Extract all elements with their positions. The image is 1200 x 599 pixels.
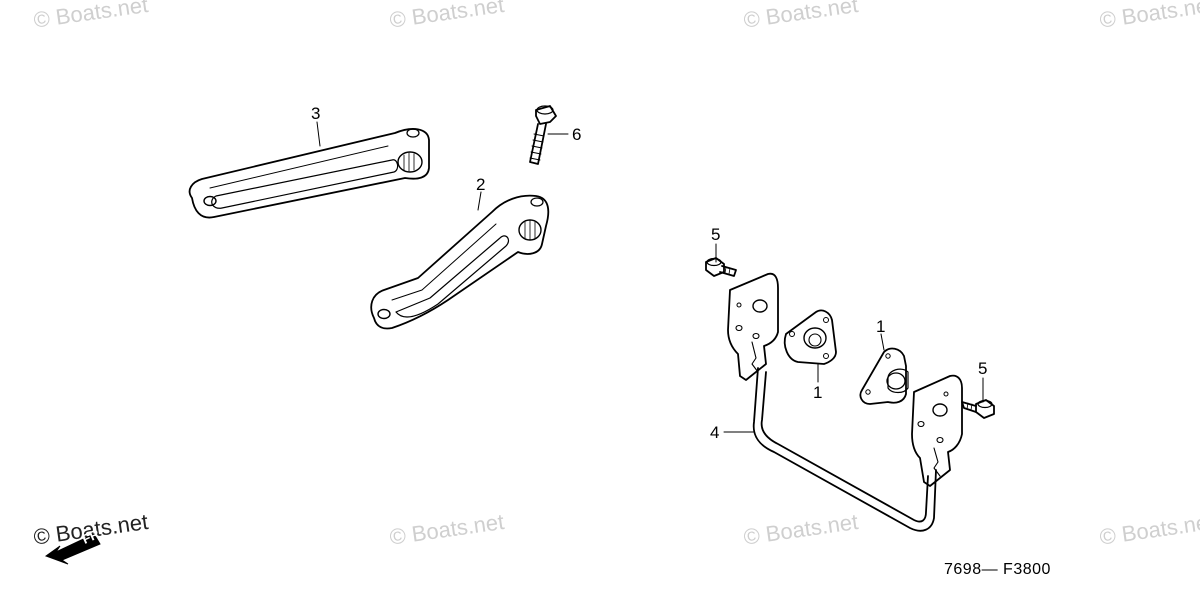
- callout-2: 2: [476, 175, 486, 194]
- callout-3: 3: [311, 104, 321, 123]
- front-direction-arrow: [44, 533, 101, 565]
- bracket-flange-left: [783, 309, 837, 365]
- upper-arm: [188, 128, 430, 219]
- callout-1-right: 1: [876, 317, 886, 336]
- callout-5-left: 5: [711, 225, 721, 244]
- callout-4: 4: [710, 423, 720, 442]
- arm-bolt: [529, 105, 557, 165]
- flange-bolt-right: [961, 399, 995, 419]
- flange-bolt-left: [705, 257, 737, 277]
- callout-5-right: 5: [978, 359, 988, 378]
- leader-lines: [316, 121, 984, 433]
- callout-1-left: 1: [813, 383, 823, 402]
- lower-arm: [370, 194, 550, 330]
- diagram-code: 7698— F3800: [944, 561, 1051, 578]
- bracket-flange-right: [859, 347, 909, 405]
- rod-assembly: [727, 272, 963, 532]
- callout-6: 6: [572, 125, 582, 144]
